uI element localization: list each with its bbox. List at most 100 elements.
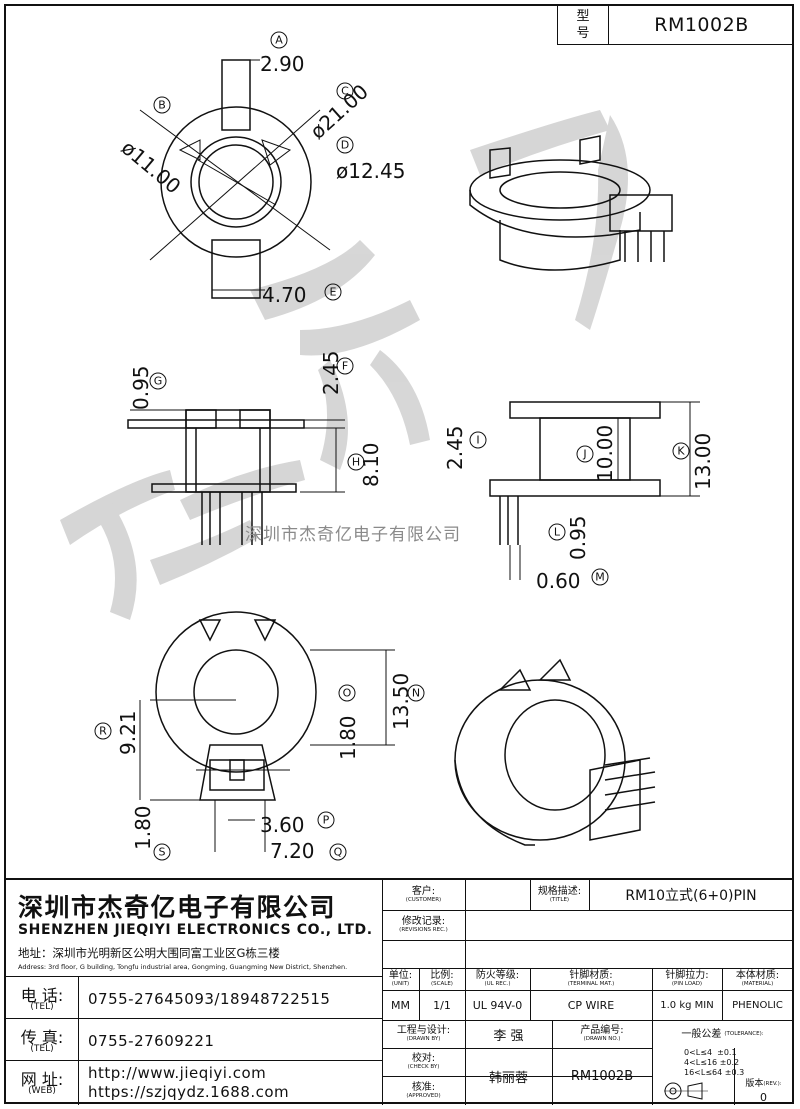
view-top (139, 59, 331, 299)
dim-E: 4.70 (262, 283, 307, 307)
view-iso-bottom (454, 658, 656, 846)
material-value: PHENOLIC (732, 999, 783, 1011)
ref-N: N (412, 687, 420, 700)
dim-G: 0.95 (129, 365, 153, 410)
fax-sub: (TEL) (30, 1044, 54, 1054)
title-block: 深圳市杰奇亿电子有限公司 SHENZHEN JIEQIYI ELECTRONIC… (6, 878, 793, 1105)
tolerance-table: 0<L≤4 ±0.1 4<L≤16 ±0.2 16<L≤64 ±0.3 (684, 1048, 745, 1077)
tel-sub: (TEL) (30, 1002, 54, 1012)
dim-A: 2.90 (260, 52, 305, 76)
drawnno-label-cell: 产品编号: (DRAWN NO.) (580, 1025, 624, 1042)
unit-value: MM (391, 998, 410, 1012)
ref-M: M (595, 571, 605, 584)
dim-C: ø21.00 (305, 79, 373, 143)
model-box: 型 号 RM1002B (557, 6, 794, 45)
company-panel: 深圳市杰奇亿电子有限公司 SHENZHEN JIEQIYI ELECTRONIC… (6, 880, 383, 1105)
dim-D: ø12.45 (336, 159, 406, 183)
inner-circle-11 (198, 144, 274, 220)
view-bottom (139, 611, 395, 852)
customer-label-cell: 客户: (CUSTOMER) (405, 886, 442, 903)
dim-B: ø11.00 (117, 135, 186, 198)
ref-K: K (677, 445, 685, 458)
web-value-1: http://www.jieqiyi.com (88, 1064, 267, 1082)
approved-label-cell: 核准: (APPROVED) (406, 1081, 441, 1099)
product-number-value: RM1002B (570, 1069, 634, 1084)
dim-L: 0.95 (566, 515, 590, 560)
ref-O: O (343, 687, 352, 700)
watermark-text: 深圳市杰奇亿电子有限公司 (245, 525, 461, 545)
fax-value: 0755-27609221 (88, 1032, 215, 1050)
company-address-cn: 地址：深圳市光明新区公明大围同富工业区G栋三楼 (18, 946, 280, 960)
tolerance-header: 一般公差 (TOLERANCE): (681, 1028, 764, 1040)
dim-N: 13.50 (389, 673, 413, 730)
revisions-label-cell: 修改记录: (REVISIONS REC.) (399, 916, 448, 933)
ref-E: E (330, 286, 337, 299)
tel-label: 电 话: (20, 986, 64, 1005)
dim-S: 1.80 (131, 805, 155, 850)
dim-M: 0.60 (536, 569, 581, 593)
ref-S: S (159, 846, 166, 859)
outer-circle-21 (160, 106, 312, 258)
ref-Q: Q (334, 846, 343, 859)
pinload-value: 1.0 kg MIN (660, 999, 714, 1011)
ref-J: J (582, 448, 586, 461)
customer-value (465, 880, 530, 910)
title-label-cell: 规格描述: (TITLE) (537, 886, 582, 903)
ref-C: C (341, 85, 349, 98)
bottom-tab (211, 239, 261, 299)
ref-R: R (99, 725, 107, 738)
model-number: RM1002B (654, 14, 749, 36)
company-name-cn: 深圳市杰奇亿电子有限公司 (18, 893, 337, 922)
dim-O: 1.80 (336, 715, 360, 760)
material-label-cell: 本体材质: (MATERIAL) (735, 970, 780, 987)
ref-G: G (154, 375, 163, 388)
ul-label-cell: 防火等级: (UL REC.) (475, 970, 520, 987)
core-circle-12-45 (190, 136, 282, 228)
web-value-2: https://szjqydz.1688.com (88, 1083, 290, 1101)
revision-value: 0 (760, 1091, 767, 1104)
dim-H: 8.10 (359, 442, 383, 487)
revision-label-cell: 版本 (REV.): (745, 1078, 782, 1089)
ref-H: H (352, 456, 360, 469)
company-address-en: Address: 3rd floor, G building, Tongfu i… (18, 963, 348, 971)
view-iso-top (469, 135, 673, 271)
pinload-label-cell: 针脚拉力: (PIN LOAD) (665, 970, 709, 987)
scale-label-cell: 比例: (SCALE) (430, 970, 454, 987)
projection-symbol-icon (664, 1082, 708, 1100)
drawnby-value: 李 强 (493, 1028, 524, 1044)
dim-P: 3.60 (260, 813, 305, 837)
title-value: RM10立式(6+0)PIN (625, 888, 757, 904)
ref-A: A (275, 34, 283, 47)
terminal-label-cell: 针脚材质: (TERMINAL MAT.) (567, 970, 615, 987)
model-label: 型 号 (558, 6, 609, 44)
fax-label: 传 真: (20, 1028, 64, 1047)
technical-drawing: 2.90 ø11.00 ø21.00 ø12.45 4.70 2.45 0.95… (60, 31, 715, 863)
watermark-logo (60, 110, 628, 620)
ref-F: F (342, 360, 348, 373)
top-tab (221, 59, 251, 131)
ref-L: L (554, 526, 561, 539)
dim-K: 13.00 (691, 433, 715, 490)
terminal-value: CP WIRE (567, 998, 615, 1012)
ref-D: D (341, 139, 349, 152)
view-side (489, 401, 700, 580)
dim-R: 9.21 (116, 710, 140, 755)
ref-P: P (323, 814, 330, 827)
ul-value: UL 94V-0 (472, 998, 523, 1012)
dim-I: 2.45 (443, 425, 467, 470)
view-front (127, 409, 345, 545)
checkby-label-cell: 校对: (CHECK BY) (407, 1053, 440, 1070)
web-label: 网 址: (20, 1070, 64, 1089)
ref-I: I (476, 434, 479, 447)
dim-Q: 7.20 (270, 839, 315, 863)
dim-J: 10.00 (593, 425, 617, 482)
web-sub: (WEB) (28, 1086, 56, 1096)
checkby-value: 韩丽蓉 (488, 1071, 528, 1086)
company-name-en: SHENZHEN JIEQIYI ELECTRONICS CO., LTD. (18, 922, 373, 938)
ref-B: B (158, 99, 166, 112)
dim-F: 2.45 (319, 350, 343, 395)
unit-label-cell: 单位: (UNIT) (388, 970, 413, 987)
tel-value: 0755-27645093/18948722515 (88, 990, 331, 1008)
drawing-frame (4, 4, 794, 1104)
scale-value: 1/1 (433, 998, 451, 1012)
